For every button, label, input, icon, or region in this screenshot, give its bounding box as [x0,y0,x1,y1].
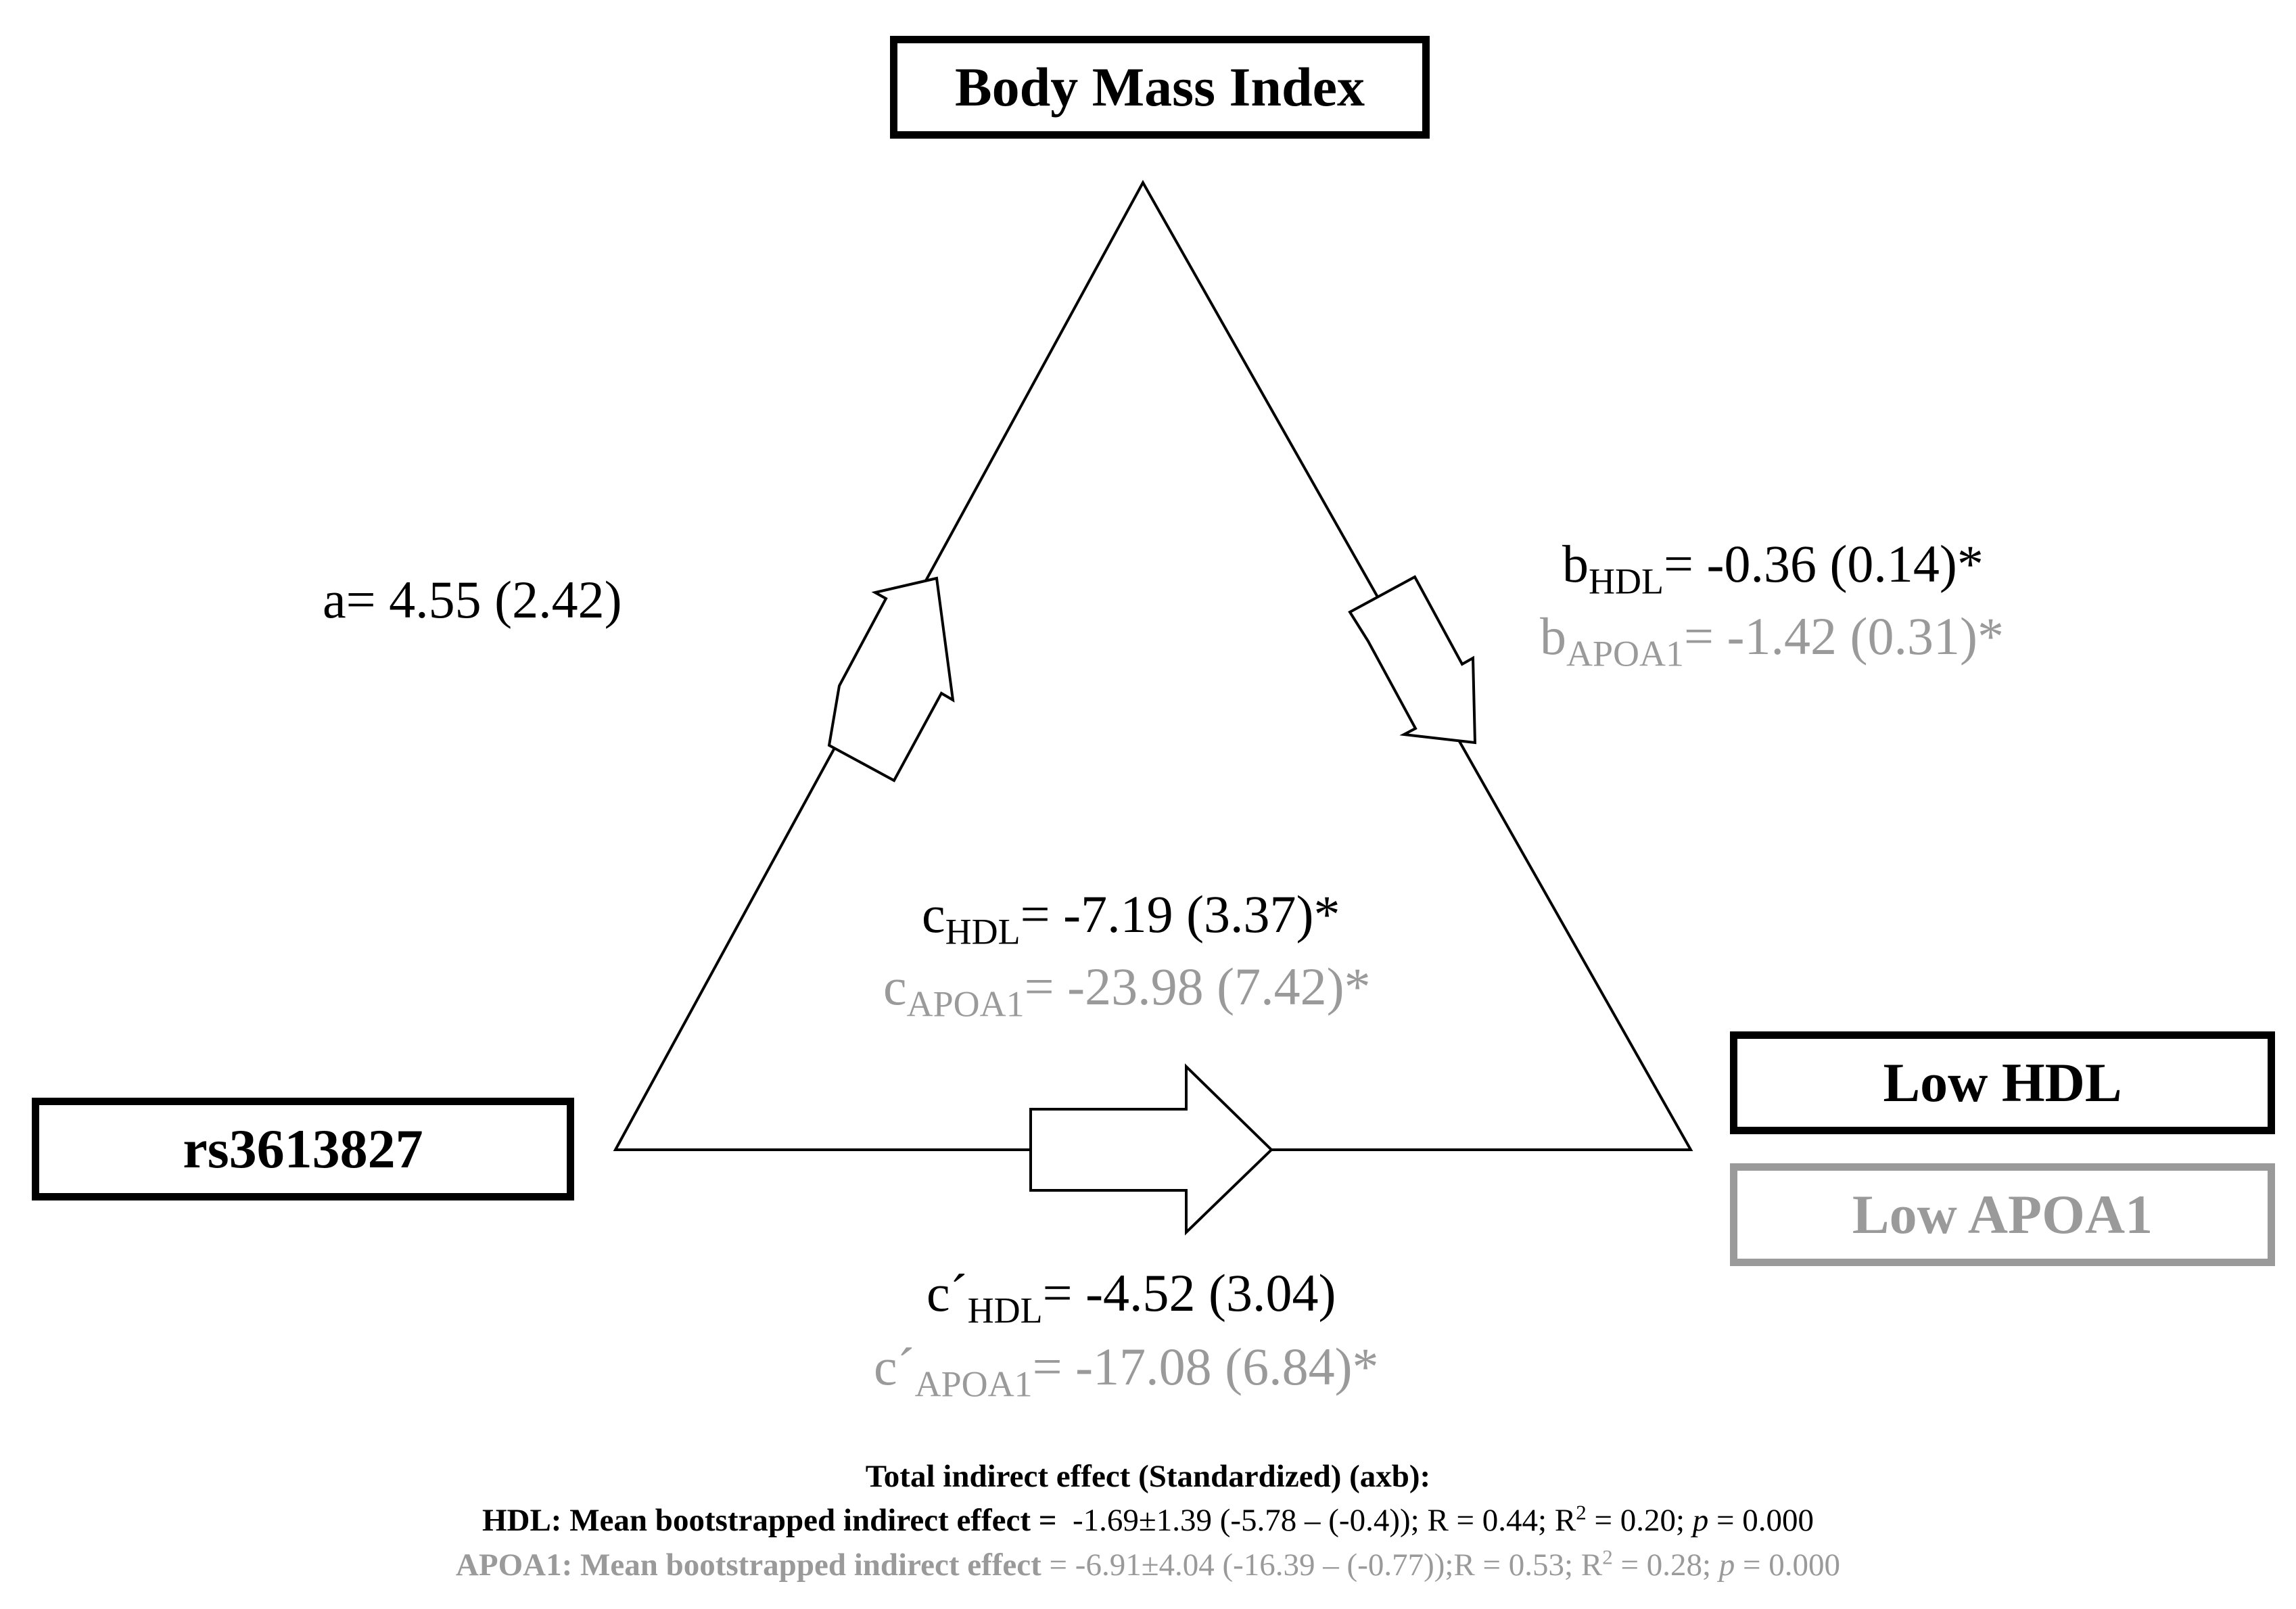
path-b-arrow [1348,575,1477,745]
summary-apoa1-line: APOA1: Mean bootstrapped indirect effect… [455,1545,1841,1583]
outcome-apoa1-box: Low APOA1 [1730,1163,2275,1266]
path-cprime-apoa1-label: c´APOA1= -17.08 (6.84)* [874,1337,1379,1405]
exposure-box: rs3613827 [32,1098,574,1200]
outcome-apoa1-label: Low APOA1 [1852,1184,2153,1245]
path-c-arrow [1029,1063,1273,1236]
mediator-label: Body Mass Index [954,56,1365,118]
outcome-hdl-label: Low HDL [1883,1052,2122,1113]
path-a-arrow [827,576,955,783]
outcome-hdl-box: Low HDL [1730,1031,2275,1134]
exposure-label: rs3613827 [183,1118,423,1180]
path-c-apoa1-label: cAPOA1= -23.98 (7.42)* [883,957,1371,1025]
path-b-hdl-label: bHDL= -0.36 (0.14)* [1562,534,1984,602]
summary-hdl-line: HDL: Mean bootstrapped indirect effect =… [482,1500,1814,1538]
mediator-box: Body Mass Index [890,36,1430,139]
summary-title: Total indirect effect (Standardized) (ax… [865,1459,1431,1494]
path-a-label: a= 4.55 (2.42) [323,570,622,629]
path-b-apoa1-label: bAPOA1= -1.42 (0.31)* [1540,607,2004,674]
path-cprime-hdl-label: c´HDL= -4.52 (3.04) [927,1263,1336,1331]
path-c-hdl-label: cHDL= -7.19 (3.37)* [922,885,1340,952]
